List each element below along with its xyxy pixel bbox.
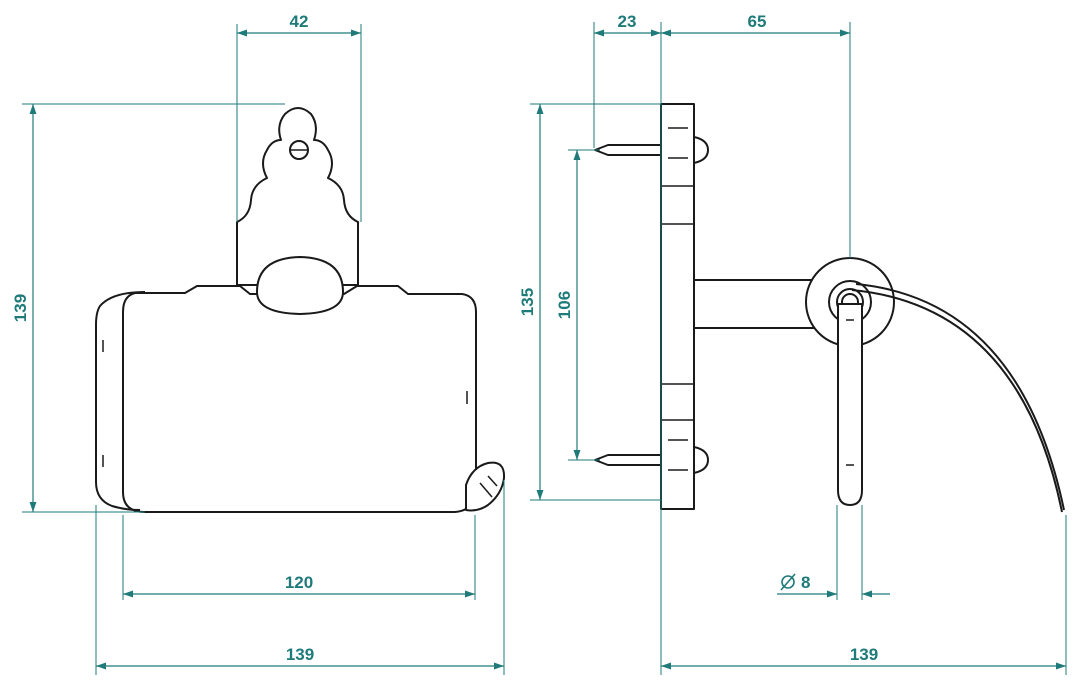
- dim-label-front-total-width: 139: [286, 645, 314, 664]
- side-screw-top: [594, 144, 662, 156]
- dim-label-side-arm-length: 65: [748, 12, 767, 31]
- side-screw-head-bottom: [693, 446, 709, 474]
- dim-label-front-top-width: 42: [290, 12, 309, 31]
- side-wall-plate: [660, 103, 695, 510]
- side-cover-arc: [855, 283, 1065, 511]
- dimensions: 42 139 120 139 23 65 135 106 8 139: [11, 12, 1067, 675]
- side-view: [594, 103, 1065, 513]
- front-right-hook: [465, 461, 506, 512]
- side-screw-head-top: [693, 136, 709, 164]
- dim-label-side-bar-diameter: 8: [801, 573, 810, 592]
- side-arm: [693, 279, 820, 329]
- dim-label-front-height: 139: [11, 294, 30, 322]
- dim-label-side-total-depth: 139: [850, 645, 878, 664]
- front-wall-plate: [236, 107, 359, 286]
- diameter-symbol-icon: [780, 573, 796, 591]
- dim-label-side-height: 135: [518, 288, 537, 316]
- dim-label-side-plate-depth: 23: [618, 12, 637, 31]
- dim-label-front-cover-width: 120: [285, 573, 313, 592]
- front-left-loop: [95, 291, 146, 511]
- front-cover: [122, 285, 477, 513]
- side-screw-bottom: [594, 454, 662, 466]
- front-center-dome: [256, 256, 344, 315]
- side-vertical-bar: [837, 303, 863, 506]
- front-view: [95, 107, 506, 513]
- dim-label-side-screw-spacing: 106: [555, 291, 574, 319]
